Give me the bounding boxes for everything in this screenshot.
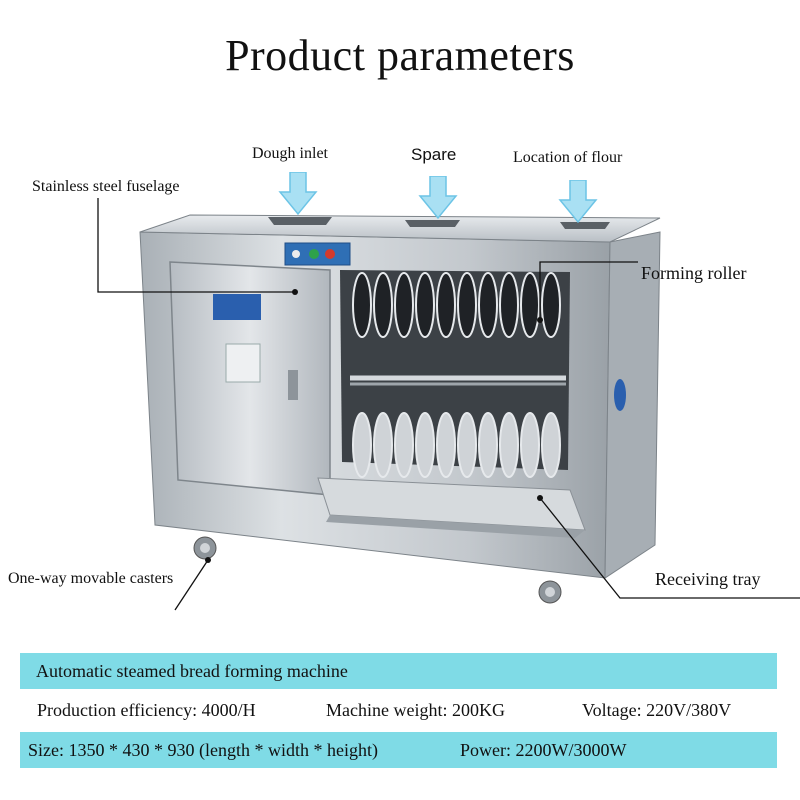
roller-discs — [352, 272, 561, 478]
caster-right — [538, 580, 562, 604]
roller-disc — [394, 412, 414, 478]
roller-disc — [499, 272, 519, 338]
callout-casters: One-way movable casters — [8, 570, 174, 587]
roller-disc — [541, 412, 561, 478]
door-latch — [288, 370, 298, 400]
spare-hopper — [405, 220, 460, 227]
spec-machine-name: Automatic steamed bread forming machine — [36, 661, 348, 681]
callout-dough-inlet: Dough inlet — [252, 145, 328, 162]
spare-arrow-icon — [418, 176, 458, 220]
roller-disc — [373, 412, 393, 478]
dough-inlet-arrow-icon — [278, 172, 318, 216]
callout-spare: Spare — [411, 145, 457, 164]
spec-efficiency: Production efficiency: 4000/H — [37, 700, 256, 720]
page-title: Product parameters — [225, 31, 575, 80]
caster-left — [193, 536, 217, 560]
roller-disc — [478, 272, 498, 338]
spec-size: Size: 1350 * 430 * 930 (length * width *… — [28, 740, 378, 760]
roller-disc — [499, 412, 519, 478]
flour-hopper — [560, 222, 610, 229]
spec-row-3: Size: 1350 * 430 * 930 (length * width *… — [20, 732, 777, 768]
roller-disc — [457, 412, 477, 478]
callout-forming-roller: Forming roller — [641, 263, 747, 283]
roller-disc — [415, 412, 435, 478]
dough-inlet-hopper — [268, 217, 332, 225]
spec-voltage: Voltage: 220V/380V — [582, 700, 732, 720]
spec-banner-name: Automatic steamed bread forming machine — [20, 653, 777, 689]
roller-disc — [541, 272, 561, 338]
spec-weight: Machine weight: 200KG — [326, 700, 505, 720]
callout-stainless-fuselage: Stainless steel fuselage — [32, 178, 180, 195]
spec-power: Power: 2200W/3000W — [460, 740, 627, 760]
roller-disc — [415, 272, 435, 338]
roller-disc — [373, 272, 393, 338]
roller-disc — [436, 272, 456, 338]
roller-disc — [457, 272, 477, 338]
side-logo — [614, 379, 626, 411]
roller-disc — [478, 412, 498, 478]
roller-disc — [394, 272, 414, 338]
roller-disc — [436, 412, 456, 478]
roller-disc — [520, 412, 540, 478]
flour-arrow-icon — [558, 180, 598, 224]
callout-location-of-flour: Location of flour — [513, 149, 623, 166]
roller-disc — [520, 272, 540, 338]
roller-disc — [352, 412, 372, 478]
nameplate — [213, 294, 261, 320]
label-sticker — [225, 343, 261, 383]
callout-receiving-tray: Receiving tray — [655, 569, 761, 589]
roller-disc — [352, 272, 372, 338]
spec-row-2: Production efficiency: 4000/H Machine we… — [20, 692, 777, 728]
